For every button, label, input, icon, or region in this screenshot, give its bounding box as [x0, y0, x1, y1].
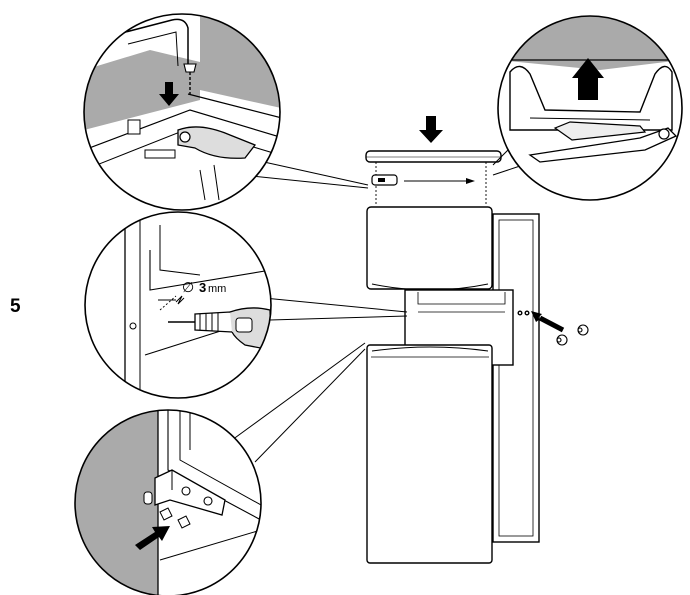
cover-caps-icon	[556, 324, 589, 346]
fridge-cabinet-inner	[498, 219, 534, 537]
down-arrow-top-cover	[419, 116, 443, 143]
hinge-hole-left	[517, 310, 523, 316]
hinge-hole-arrow	[531, 311, 565, 333]
detail-drill-middle-left: ∅ 3 mm	[84, 211, 272, 399]
drill-diameter-unit: mm	[208, 283, 226, 295]
detail-hinge-top-left	[83, 13, 281, 211]
fridge-door	[366, 344, 493, 564]
fridge-shelf-upper	[417, 292, 506, 305]
top-cover	[365, 150, 502, 163]
drill-diameter-value: 3	[199, 280, 206, 295]
fridge-cabinet	[492, 213, 540, 543]
step-number: 5	[10, 296, 21, 317]
top-cover-assembly	[365, 150, 502, 206]
fridge	[366, 206, 540, 564]
freezer-door-bottom	[371, 283, 489, 291]
hinge-hole-right	[524, 310, 530, 316]
detail-cover-removal-top-right	[497, 15, 683, 201]
drill-diameter-symbol: ∅	[182, 279, 194, 295]
callout-connectors	[231, 147, 521, 463]
detail-hinge-bottom-left	[74, 409, 262, 595]
freezer-door	[366, 206, 493, 290]
fridge-door-top	[371, 346, 489, 352]
